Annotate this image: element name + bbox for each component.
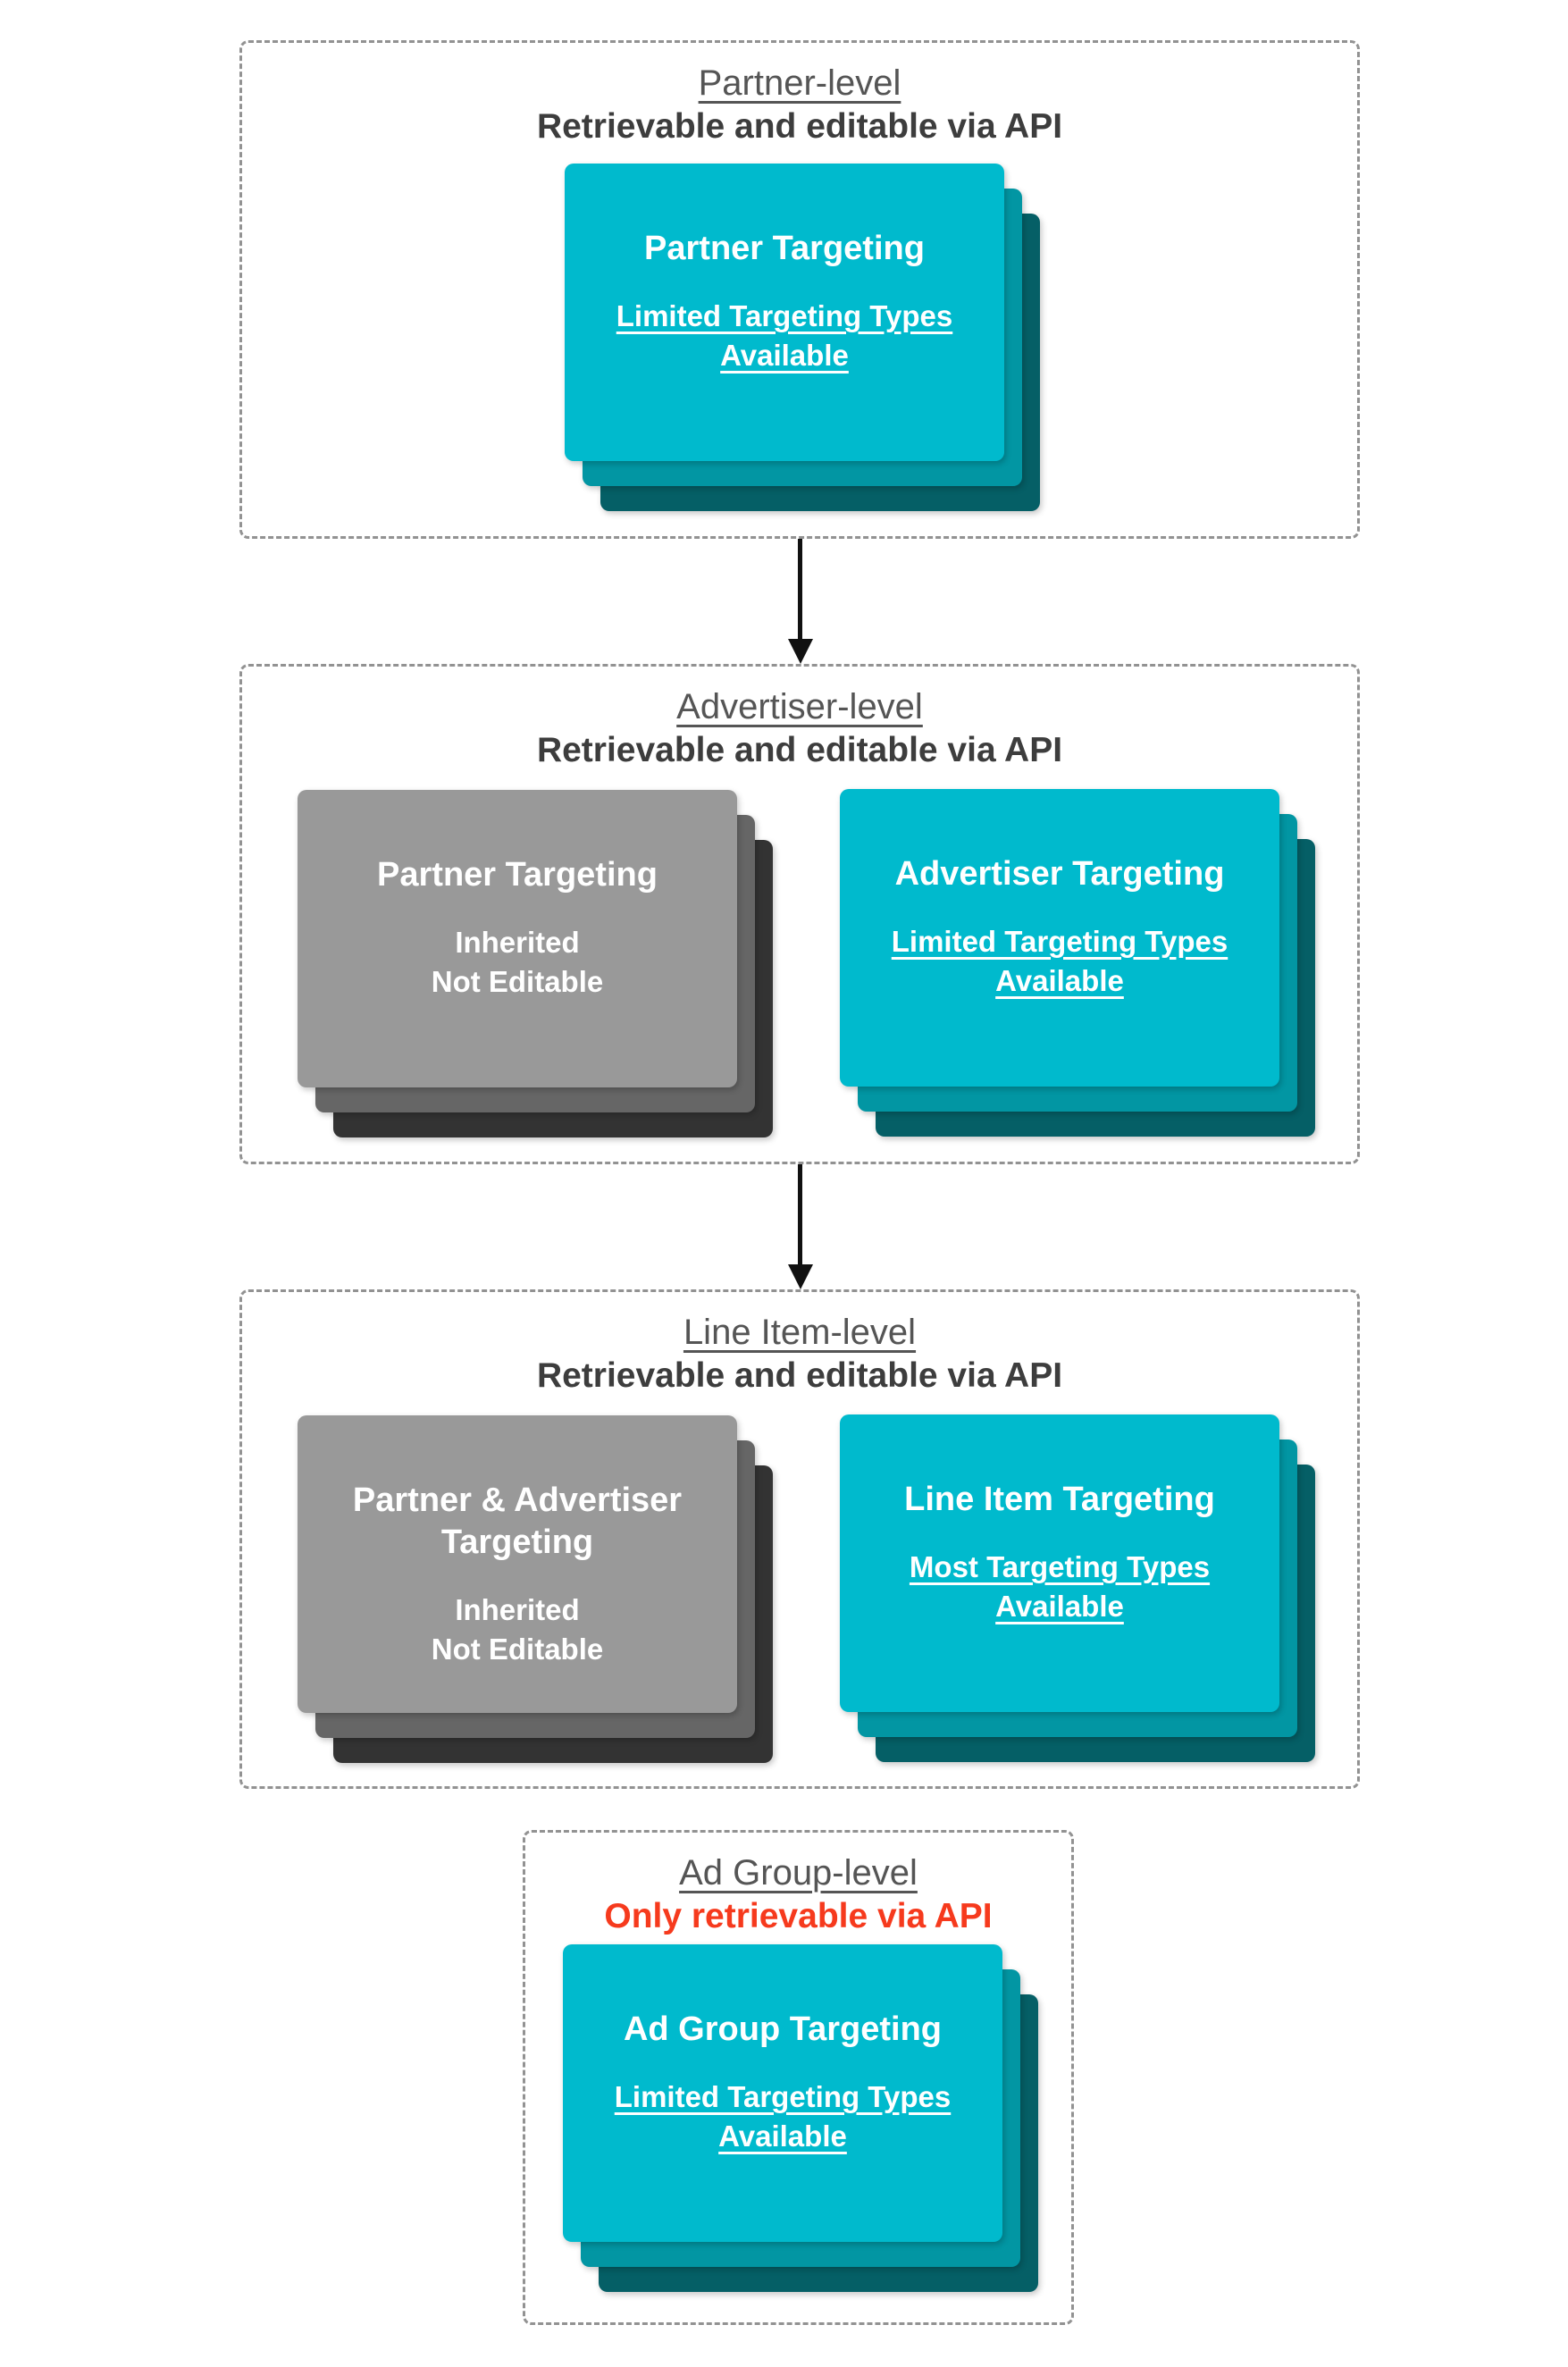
section-partner-level: Partner-level Retrievable and editable v… xyxy=(239,40,1360,539)
section-title: Advertiser-level xyxy=(676,687,923,726)
card-title: Partner Targeting xyxy=(644,230,925,267)
section-subtitle: Retrievable and editable via API xyxy=(536,731,1063,769)
card-ad-group-targeting: Ad Group Targeting Limited Targeting Typ… xyxy=(563,1944,1002,2242)
card-partner-targeting: Partner Targeting Limited Targeting Type… xyxy=(565,164,1004,461)
card-subtitle: Inherited Not Editable xyxy=(431,926,604,998)
card-title: Advertiser Targeting xyxy=(894,855,1225,893)
section-ad-group-level: Ad Group-level Only retrievable via API … xyxy=(523,1830,1074,2325)
card-line-item-targeting: Line Item Targeting Most Targeting Types… xyxy=(840,1414,1279,1712)
card-title: Line Item Targeting xyxy=(904,1481,1215,1518)
card-stack-advertiser-targeting: Advertiser Targeting Limited Targeting T… xyxy=(840,789,1315,1137)
arrow-head-icon xyxy=(788,639,813,664)
section-subtitle: Retrievable and editable via API xyxy=(536,107,1063,146)
arrow-shaft xyxy=(798,539,802,641)
card-subtitle: Limited Targeting Types Available xyxy=(616,299,953,372)
section-advertiser-level: Advertiser-level Retrievable and editabl… xyxy=(239,664,1360,1164)
section-title: Line Item-level xyxy=(683,1313,917,1352)
section-subtitle: Retrievable and editable via API xyxy=(536,1356,1063,1395)
section-line-item-level: Line Item-level Retrievable and editable… xyxy=(239,1289,1360,1789)
card-title: Ad Group Targeting xyxy=(623,2010,943,2048)
card-title: Partner Targeting xyxy=(377,856,658,894)
section-title: Partner-level xyxy=(698,63,901,103)
card-stack-partner-targeting: Partner Targeting Limited Targeting Type… xyxy=(565,164,1040,511)
card-advertiser-targeting: Advertiser Targeting Limited Targeting T… xyxy=(840,789,1279,1087)
card-subtitle: Most Targeting Types Available xyxy=(909,1550,1211,1623)
card-stack-inherited-partner-targeting: Partner Targeting Inherited Not Editable xyxy=(298,790,773,1137)
card-stack-ad-group-targeting: Ad Group Targeting Limited Targeting Typ… xyxy=(563,1944,1038,2292)
card-subtitle: Limited Targeting Types Available xyxy=(614,2080,952,2153)
section-title: Ad Group-level xyxy=(679,1853,918,1893)
arrow-head-icon xyxy=(788,1264,813,1289)
card-stack-inherited-partner-advertiser-targeting: Partner & Advertiser Targeting Inherited… xyxy=(298,1415,773,1763)
card-partner-advertiser-targeting-inherited: Partner & Advertiser Targeting Inherited… xyxy=(298,1415,737,1713)
arrow-shaft xyxy=(798,1164,802,1266)
section-subtitle: Only retrievable via API xyxy=(604,1897,993,1935)
card-partner-targeting-inherited: Partner Targeting Inherited Not Editable xyxy=(298,790,737,1087)
card-title: Partner & Advertiser Targeting xyxy=(352,1481,683,1561)
card-subtitle: Inherited Not Editable xyxy=(431,1593,604,1666)
card-stack-line-item-targeting: Line Item Targeting Most Targeting Types… xyxy=(840,1414,1315,1762)
card-subtitle: Limited Targeting Types Available xyxy=(891,925,1228,997)
